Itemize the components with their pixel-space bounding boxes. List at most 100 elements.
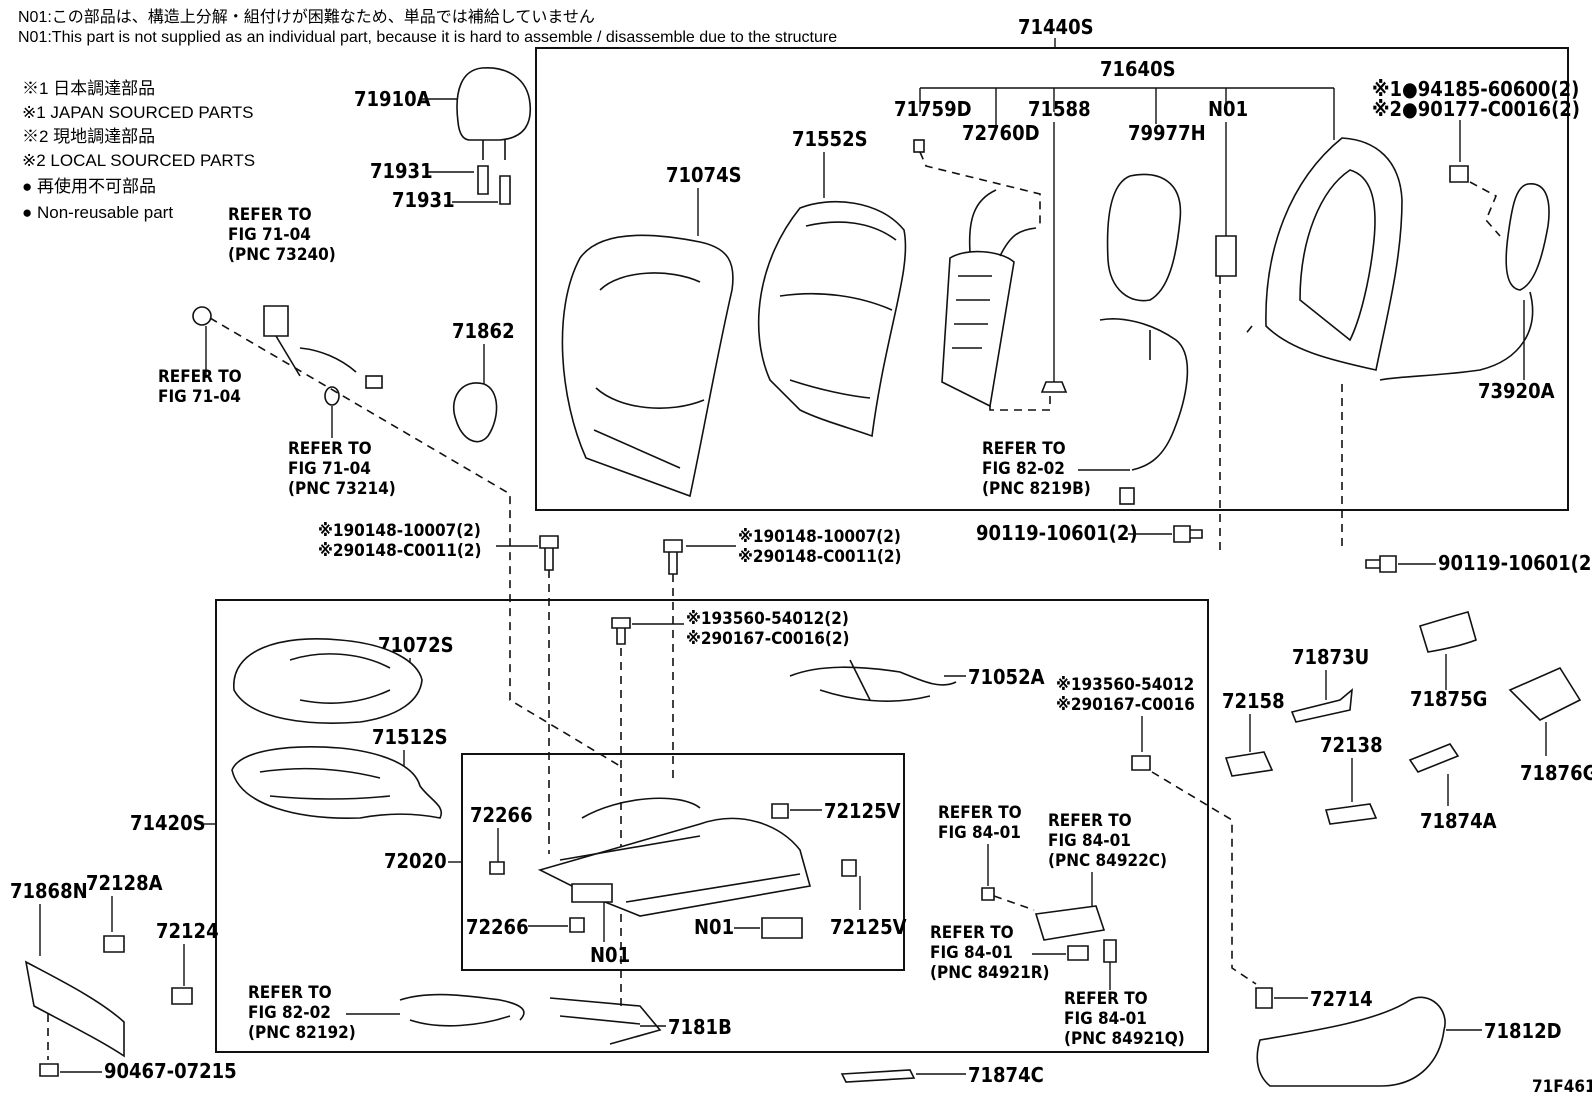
note-n01-en: N01:This part is not supplied as an indi… [18, 29, 837, 46]
screw-switch [981, 887, 995, 901]
cushion-group-box [215, 599, 1209, 1053]
label-72128A: 72128A [86, 871, 163, 895]
label-71931-a: 71931 [370, 159, 433, 183]
seatback-pad [757, 200, 907, 438]
clip-72266-a [489, 861, 505, 875]
svg-text:(PNC 84921Q): (PNC 84921Q) [1064, 1029, 1185, 1049]
label-72266-b: 72266 [466, 915, 529, 939]
label-72138: 72138 [1320, 733, 1383, 757]
ref-pnc-84921Q: REFER TO FIG 84-01 (PNC 84921Q) [1064, 989, 1185, 1049]
dash-nut [1469, 181, 1501, 237]
label-290148-b: ※290148-C0011(2) [738, 547, 901, 567]
clip-72266-b [569, 917, 585, 933]
svg-text:FIG 82-02: FIG 82-02 [982, 459, 1065, 479]
label-71873U: 71873U [1292, 645, 1369, 669]
legend-local-en: ※2 LOCAL SOURCED PARTS [22, 151, 255, 170]
label-190148-a: ※190148-10007(2) [318, 521, 481, 541]
ref-pnc-82192: REFER TO FIG 82-02 (PNC 82192) [248, 983, 356, 1043]
label-72760D: 72760D [962, 121, 1040, 145]
legend-japan-en: ※1 JAPAN SOURCED PARTS [22, 103, 254, 122]
bolt-190148-a [539, 535, 559, 571]
svg-text:(PNC 73240): (PNC 73240) [228, 245, 336, 265]
seatback-group-box [535, 47, 1569, 511]
svg-text:FIG 82-02: FIG 82-02 [248, 1003, 331, 1023]
svg-text:(PNC 73214): (PNC 73214) [288, 479, 396, 499]
bracket-7181B [549, 997, 662, 1045]
svg-text:REFER TO: REFER TO [288, 439, 372, 459]
svg-text:FIG 71-04: FIG 71-04 [228, 225, 311, 245]
label-72158: 72158 [1222, 689, 1285, 713]
svg-text:REFER TO: REFER TO [938, 803, 1022, 823]
buckle-connector [365, 375, 383, 389]
headrest-support-1 [477, 165, 489, 195]
clip-72124 [171, 987, 193, 1005]
label-71875G: 71875G [1410, 687, 1487, 711]
ref-pnc-73240: REFER TO FIG 71-04 (PNC 73240) [228, 205, 336, 265]
label-90177: ※2●90177-C0016(2) [1372, 97, 1580, 121]
label-72266-a: 72266 [470, 803, 533, 827]
actuator-73920A-wire [1379, 291, 1534, 381]
harness-8219B [1099, 318, 1189, 471]
seatback-frame [1265, 137, 1403, 371]
clip-71588 [1040, 381, 1068, 393]
label-90467: 90467-07215 [104, 1059, 237, 1083]
seat-heater-72760D [941, 250, 1015, 408]
label-71512S: 71512S [372, 725, 448, 749]
bolt-190148-b [663, 539, 683, 575]
nut-90177 [1449, 165, 1469, 183]
clip-71759D [913, 139, 925, 153]
bolt-90119-b [1365, 555, 1397, 573]
label-72714: 72714 [1310, 987, 1373, 1011]
cover-72158 [1224, 751, 1274, 777]
label-71876G: 71876G [1520, 761, 1592, 785]
label-290148-a: ※290148-C0011(2) [318, 541, 481, 561]
buckle-harness [275, 335, 357, 377]
harness-71052A [789, 659, 957, 702]
ref-fig-71-04: REFER TO FIG 71-04 [158, 367, 242, 407]
label-90119-b: 90119-10601(2) [1438, 551, 1592, 575]
label-79977H: 79977H [1128, 121, 1206, 145]
harness-82192 [399, 993, 525, 1027]
svg-text:(PNC 8219B): (PNC 8219B) [982, 479, 1091, 499]
cover-71873U [1290, 688, 1353, 723]
svg-text:REFER TO: REFER TO [158, 367, 242, 387]
seatback-cover-seams [593, 272, 705, 469]
headrest-support-2 [499, 175, 511, 205]
label-N01-top: N01 [1208, 97, 1248, 121]
label-190148-b: ※190148-10007(2) [738, 527, 901, 547]
bolt-90119-a [1173, 525, 1203, 543]
label-71931-b: 71931 [392, 188, 455, 212]
svg-text:FIG 71-04: FIG 71-04 [158, 387, 241, 407]
label-193560-b: ※193560-54012 [1056, 675, 1194, 695]
ref-fig-84-01: REFER TO FIG 84-01 [938, 803, 1022, 843]
actuator-73920A [1505, 183, 1550, 291]
cover-71862 [452, 382, 498, 443]
label-71868N: 71868N [10, 879, 88, 903]
dash-screw-b [1151, 771, 1257, 985]
label-72124: 72124 [156, 919, 219, 943]
lumbar-pad-79977H [1106, 173, 1182, 302]
cushion-cover-seams [289, 653, 391, 704]
bracket-71640S [919, 87, 1335, 140]
cover-71874C [840, 1069, 916, 1083]
label-N01-a: N01 [590, 943, 630, 967]
seat-adjuster-rails [559, 797, 801, 903]
label-71440S: 71440S [1018, 15, 1094, 39]
dash-frame-bolt [1243, 325, 1343, 548]
svg-text:FIG 84-01: FIG 84-01 [938, 823, 1021, 843]
n01-actuator-top [1215, 235, 1237, 277]
seatback-pad-detail [779, 221, 897, 399]
seatback-frame-inner [1299, 169, 1376, 342]
svg-text:(PNC 82192): (PNC 82192) [248, 1023, 356, 1043]
shield-71812D [1256, 996, 1446, 1087]
motor-N01-a [571, 883, 613, 903]
label-193560-a: ※193560-54012(2) [686, 609, 849, 629]
label-71759D: 71759D [894, 97, 972, 121]
dash-anchor-to-adjuster [209, 317, 621, 767]
heater-leads [968, 189, 1037, 257]
label-71420S: 71420S [130, 811, 206, 835]
svg-text:FIG 71-04: FIG 71-04 [288, 459, 371, 479]
trim-71868N [24, 960, 125, 1058]
dash-71759D [919, 151, 1041, 224]
